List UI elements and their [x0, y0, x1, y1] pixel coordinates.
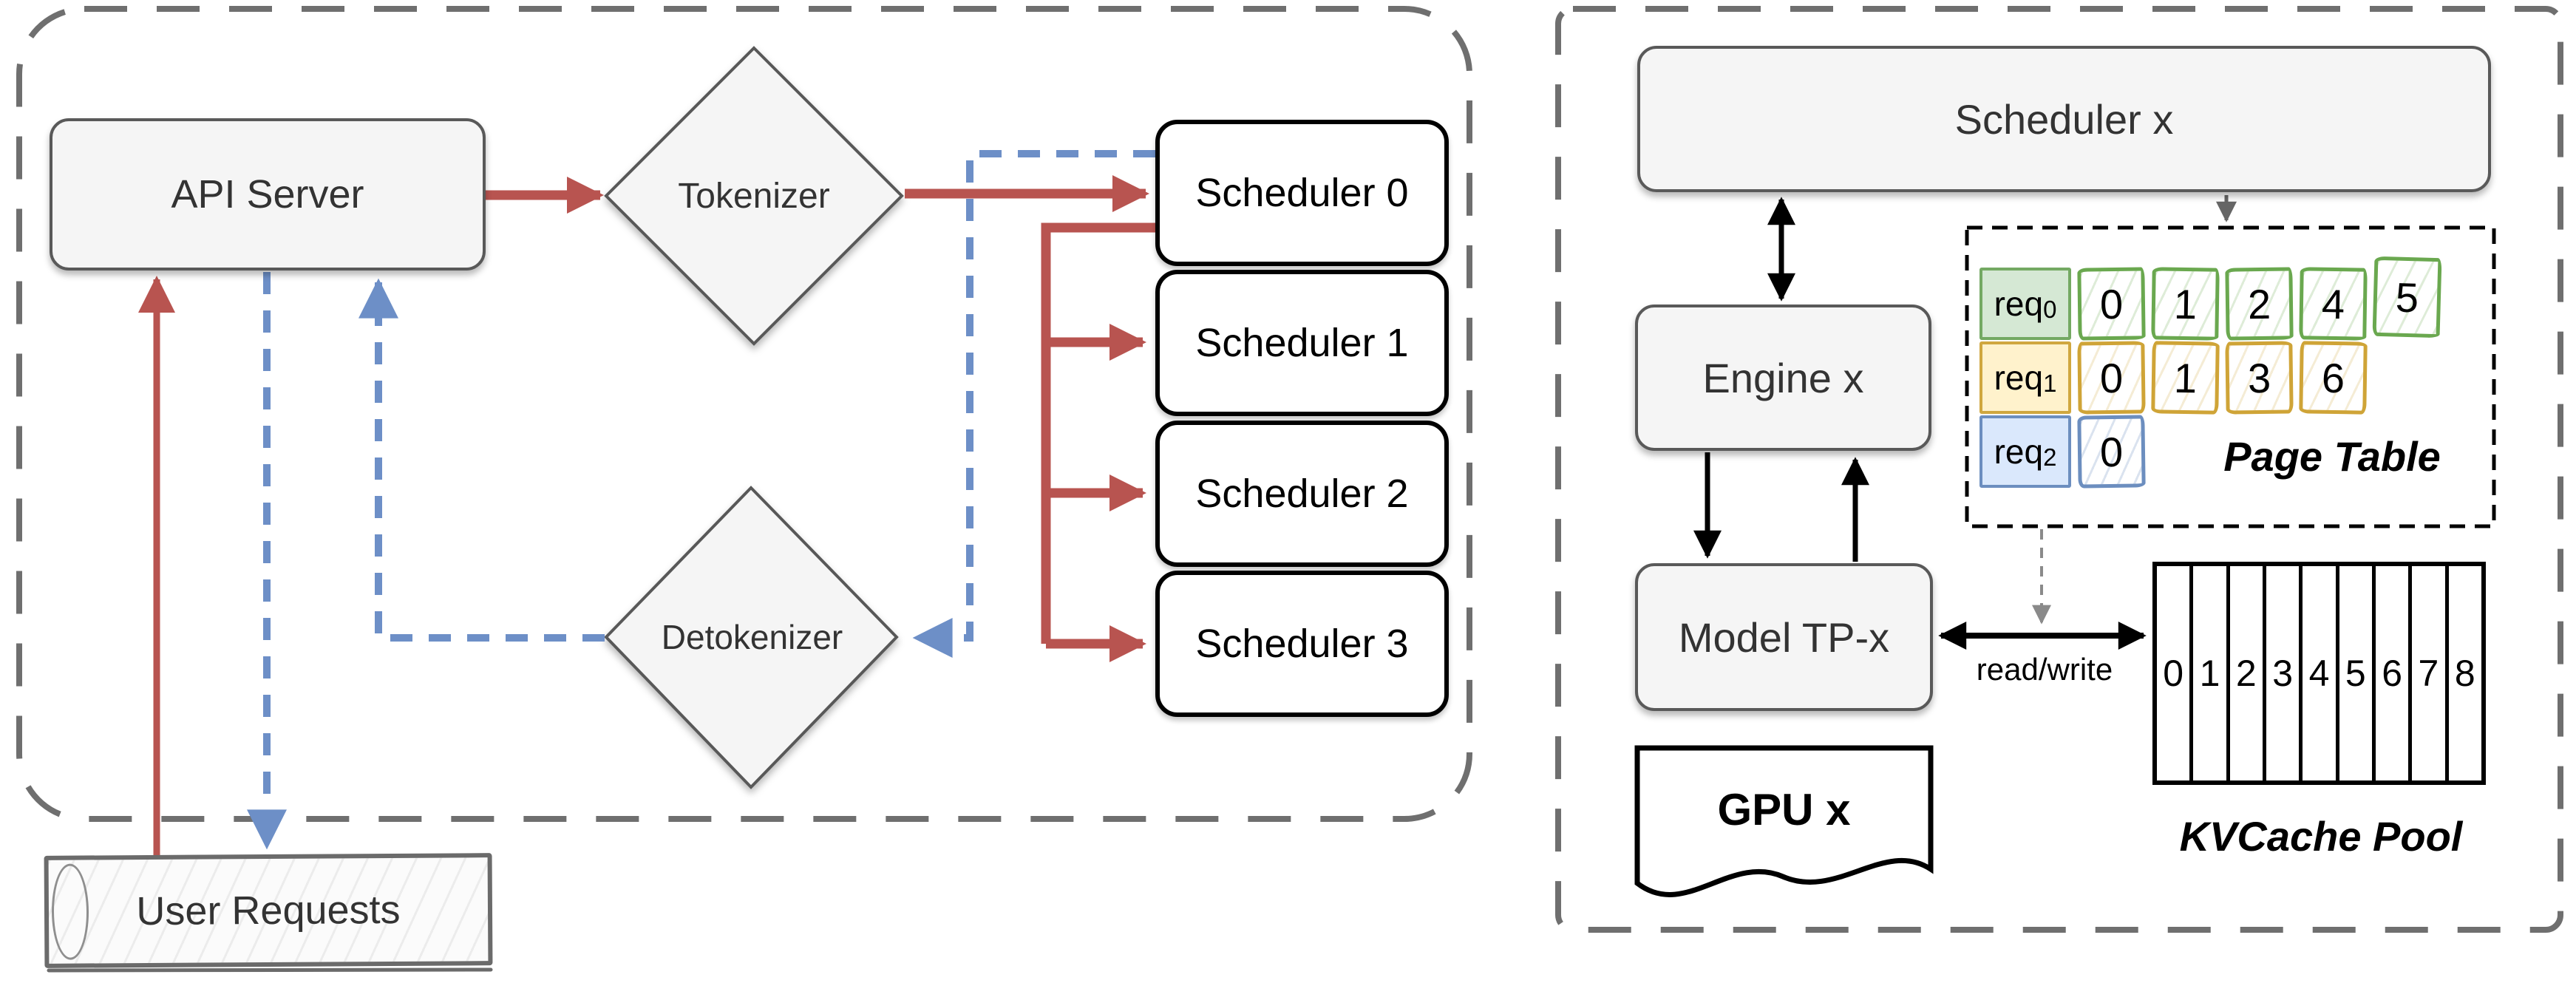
engine-x-label: Engine x [1702, 354, 1864, 401]
arrow-scheduler0-to-detokenizer [912, 150, 1155, 658]
api-server-label: API Server [171, 172, 364, 217]
scheduler-3-box: Scheduler 3 [1155, 571, 1449, 717]
kvcache-pool: 0 1 2 3 4 5 6 7 8 [2152, 562, 2486, 785]
req1-page-cell: 3 [2225, 341, 2294, 415]
branch-scheduler0-fanout [1041, 222, 1155, 644]
read-write-label: read/write [1976, 652, 2113, 687]
page-table-title: Page Table [2223, 432, 2441, 480]
gpu-x-label: GPU x [1717, 784, 1851, 834]
scheduler-1-box: Scheduler 1 [1155, 270, 1449, 416]
gpu-document-shape [1634, 745, 1934, 897]
arrow-detokenizer-to-api-server [358, 278, 605, 642]
kvcache-slot: 4 [2303, 566, 2339, 780]
scheduler-x-box: Scheduler x [1637, 46, 2491, 192]
req0-page-cell: 2 [2225, 267, 2294, 341]
req0-page-cell: 0 [2077, 267, 2146, 341]
req0-page-cell: 5 [2372, 256, 2442, 339]
user-requests-label: User Requests [136, 887, 401, 934]
gpu-worker-frame [1555, 6, 2563, 933]
scheduler-2-box: Scheduler 2 [1155, 421, 1449, 567]
kvcache-slot: 0 [2157, 566, 2194, 780]
model-tp-x-label: Model TP-x [1678, 613, 1890, 661]
req1-page-cell: 1 [2151, 341, 2220, 415]
detokenizer-label: Detokenizer [661, 618, 843, 656]
scheduler-3-label: Scheduler 3 [1195, 622, 1409, 666]
req2-page-cell: 0 [2077, 415, 2146, 489]
kvcache-slot: 5 [2339, 566, 2376, 780]
page-table-frame [1965, 225, 2496, 528]
tokenizer-label: Tokenizer [678, 176, 830, 216]
kvcache-pool-title: KVCache Pool [2179, 812, 2463, 860]
model-tp-x-box: Model TP-x [1635, 563, 1933, 711]
scheduler-1-label: Scheduler 1 [1195, 321, 1409, 365]
api-server-box: API Server [50, 118, 486, 271]
kvcache-slot: 2 [2230, 566, 2266, 780]
scheduler-0-label: Scheduler 0 [1195, 171, 1409, 215]
frontend-process-frame [16, 6, 1472, 822]
scheduler-0-box: Scheduler 0 [1155, 120, 1449, 266]
kvcache-slot: 3 [2266, 566, 2303, 780]
scheduler-x-label: Scheduler x [1954, 95, 2174, 143]
req1-page-cell: 6 [2299, 341, 2368, 415]
req0-page-cell: 1 [2151, 267, 2220, 341]
detokenizer-diamond [604, 486, 899, 789]
kvcache-slot: 7 [2412, 566, 2449, 780]
user-requests-box: User Requests [44, 853, 493, 968]
kvcache-slot: 6 [2376, 566, 2413, 780]
tokenizer-diamond [604, 46, 904, 346]
req1-page-cell: 0 [2077, 341, 2146, 415]
kvcache-slot: 8 [2454, 653, 2475, 694]
engine-x-box: Engine x [1635, 305, 1931, 451]
req0-page-cell: 4 [2299, 267, 2368, 341]
scheduler-2-label: Scheduler 2 [1195, 472, 1409, 516]
kvcache-slot: 1 [2193, 566, 2230, 780]
